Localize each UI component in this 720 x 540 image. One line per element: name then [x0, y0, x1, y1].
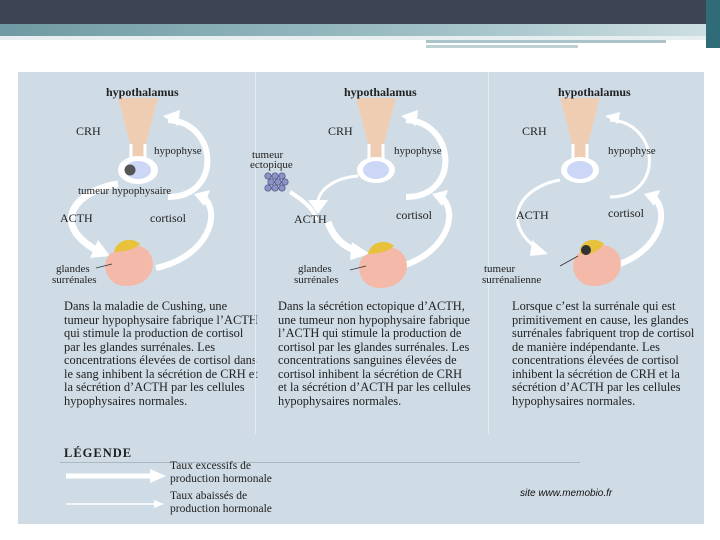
- panel-1-description: Dans la maladie de Cushing, une tumeur h…: [64, 299, 258, 408]
- corner-accent: [706, 0, 720, 48]
- panel-ectopic: hypothalamus CRH hypophyse tumeur ectopi…: [246, 72, 474, 430]
- label-crh: CRH: [522, 124, 547, 138]
- label-hypophyse: hypophyse: [394, 145, 442, 157]
- title-bar: [0, 0, 720, 24]
- cushing-diagram: hypothalamus CRH hypophyse tumeur hypoph…: [18, 72, 704, 524]
- panel-3-description: Lorsque c’est la surrénale qui est primi…: [512, 299, 695, 408]
- label-tumeur: tumeur: [484, 263, 516, 275]
- label-ectopique: ectopique: [250, 159, 293, 171]
- ectopic-tumor-cluster: [264, 172, 289, 192]
- source-credit: site www.memobio.fr: [520, 488, 613, 499]
- label-cortisol: cortisol: [608, 206, 644, 220]
- label-tumeur: tumeur: [252, 149, 284, 161]
- legend-arrows: [66, 469, 166, 508]
- label-acth: ACTH: [60, 211, 93, 225]
- decorative-band-light: [0, 36, 720, 40]
- adrenal-gland-cap: [114, 239, 140, 252]
- label-surrenales: surrénales: [294, 274, 339, 286]
- label-hypophyse: hypophyse: [154, 145, 202, 157]
- panel-2-description: Dans la sécrétion ectopique d’ACTH, une …: [278, 299, 471, 408]
- legend-title: LÉGENDE: [64, 446, 133, 460]
- panel-divider: [488, 72, 489, 434]
- legend-excess-line1: Taux excessifs de: [170, 460, 251, 472]
- decorative-band: [0, 24, 720, 36]
- label-acth: ACTH: [294, 212, 327, 226]
- adrenal-kidney: [105, 244, 153, 286]
- label-glandes: glandes: [56, 263, 90, 275]
- legend-low-line1: Taux abaissés de: [170, 490, 248, 502]
- label-tumeur-hypophysaire: tumeur hypophysaire: [78, 185, 172, 197]
- label-hypothalamus: hypothalamus: [106, 85, 179, 99]
- label-acth: ACTH: [516, 208, 549, 222]
- label-crh: CRH: [76, 124, 101, 138]
- panel-2-illustration: [264, 98, 452, 288]
- legend-low-line2: production hormonale: [170, 503, 272, 515]
- label-hypophyse: hypophyse: [608, 145, 656, 157]
- accent-line-short: [426, 45, 578, 48]
- label-cortisol: cortisol: [150, 211, 186, 225]
- label-glandes: glandes: [298, 263, 332, 275]
- panel-1-illustration: [67, 98, 214, 286]
- accent-line: [426, 40, 666, 43]
- legend-rule: [60, 462, 580, 463]
- panel-divider: [255, 72, 256, 434]
- panel-adrenal: hypothalamus CRH hypophyse ACTH cortisol…: [474, 72, 702, 430]
- label-surrenales: surrénales: [52, 274, 97, 286]
- legend-excess-line2: production hormonale: [170, 473, 272, 485]
- label-hypothalamus: hypothalamus: [344, 85, 417, 99]
- label-crh: CRH: [328, 124, 353, 138]
- pituitary-tumor: [124, 164, 136, 176]
- label-surrenalienne: surrénalienne: [482, 274, 542, 286]
- label-cortisol: cortisol: [396, 208, 432, 222]
- panel-cushing: hypothalamus CRH hypophyse tumeur hypoph…: [18, 72, 258, 430]
- label-hypothalamus: hypothalamus: [558, 85, 631, 99]
- panel-3-illustration: [515, 98, 664, 286]
- adrenal-tumor: [581, 245, 591, 255]
- hypothalamus-shape: [118, 98, 158, 160]
